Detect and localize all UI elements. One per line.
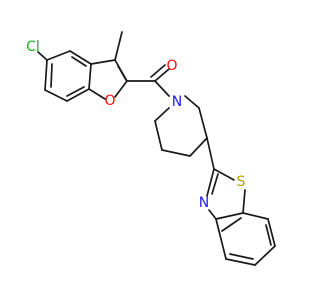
chlorine-atom-label: Cl xyxy=(26,39,40,55)
bond xyxy=(225,258,256,266)
carbonyl-oxygen-label: O xyxy=(166,58,177,74)
bond xyxy=(211,173,219,195)
piperidine-nitrogen-label: N xyxy=(172,94,182,110)
thiazole-sulfur-label: S xyxy=(237,174,246,190)
bond xyxy=(242,212,269,220)
bond xyxy=(161,149,191,157)
molecule-structure: Cl O O N S N xyxy=(26,31,276,266)
bond xyxy=(44,59,48,91)
bond xyxy=(215,218,227,260)
bond xyxy=(154,120,163,151)
bond xyxy=(215,212,244,220)
bond xyxy=(206,168,215,197)
bond xyxy=(88,88,106,100)
bond xyxy=(66,86,85,97)
bond xyxy=(254,245,276,266)
bond xyxy=(50,63,53,88)
furan-oxygen-label: O xyxy=(104,93,115,109)
bond xyxy=(154,68,170,82)
bond xyxy=(66,88,90,102)
bond xyxy=(46,50,71,61)
bond xyxy=(208,209,217,220)
bond xyxy=(213,168,235,181)
bond xyxy=(242,189,246,214)
bond xyxy=(189,137,208,157)
bond xyxy=(44,89,68,102)
bonds xyxy=(37,31,276,266)
bond xyxy=(71,56,87,67)
bond xyxy=(184,95,200,109)
bond xyxy=(154,107,170,122)
bond xyxy=(90,59,116,65)
bond xyxy=(154,80,170,97)
bond xyxy=(88,63,92,90)
bond xyxy=(221,217,242,232)
thiazole-nitrogen-label: N xyxy=(199,195,209,211)
bond xyxy=(150,64,166,78)
bond xyxy=(117,65,127,81)
bond xyxy=(265,224,272,246)
bond xyxy=(114,31,123,61)
bond xyxy=(206,137,215,170)
bond xyxy=(114,80,128,98)
bond xyxy=(69,50,92,65)
bond xyxy=(198,107,208,139)
bond xyxy=(267,218,276,247)
atom-labels: Cl O O N S N xyxy=(26,39,245,211)
bond xyxy=(37,51,48,61)
bond xyxy=(229,253,254,260)
